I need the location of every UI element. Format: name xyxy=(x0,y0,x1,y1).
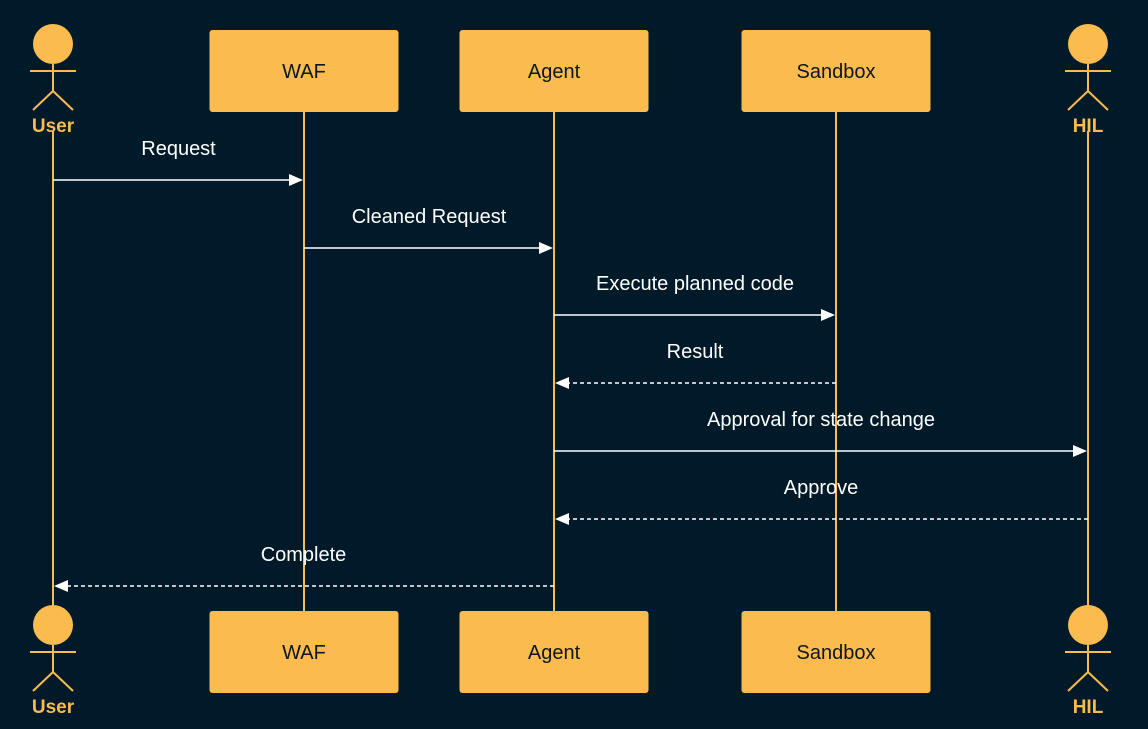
actor-label: HIL xyxy=(1073,116,1104,137)
participant-agent-top: Agent xyxy=(459,30,649,112)
message-4: Result xyxy=(555,341,836,389)
actor-user-bottom: User xyxy=(30,605,76,718)
arrowhead-icon xyxy=(1073,445,1087,457)
actor-head-icon xyxy=(1068,24,1108,64)
actor-leg-right xyxy=(52,90,74,111)
arrowhead-icon xyxy=(555,377,569,389)
actor-leg-left xyxy=(1067,90,1089,111)
participant-sandbox-bottom: Sandbox xyxy=(741,611,931,693)
message-6: Approve xyxy=(555,477,1088,525)
participant-box xyxy=(741,30,931,112)
message-label: Request xyxy=(141,138,216,160)
participant-label: Sandbox xyxy=(797,61,876,83)
message-label: Approval for state change xyxy=(707,409,935,431)
actor-head-icon xyxy=(1068,605,1108,645)
actor-leg-right xyxy=(1087,671,1109,692)
actor-label: HIL xyxy=(1073,697,1104,718)
message-5: Approval for state change xyxy=(554,409,1087,457)
message-3: Execute planned code xyxy=(554,273,835,321)
participant-label: Agent xyxy=(528,61,581,83)
participant-waf-top: WAF xyxy=(209,30,399,112)
message-label: Result xyxy=(667,341,724,363)
actor-leg-left xyxy=(32,671,54,692)
actor-head-icon xyxy=(33,24,73,64)
message-label: Execute planned code xyxy=(596,273,794,295)
actor-hil-top: HIL xyxy=(1065,24,1111,137)
arrowhead-icon xyxy=(555,513,569,525)
participant-sandbox-top: Sandbox xyxy=(741,30,931,112)
actor-hil-bottom: HIL xyxy=(1065,605,1111,718)
actor-leg-left xyxy=(32,90,54,111)
message-7: Complete xyxy=(54,544,554,592)
participant-label: Sandbox xyxy=(797,642,876,664)
message-label: Cleaned Request xyxy=(352,206,507,228)
arrowhead-icon xyxy=(289,174,303,186)
arrowhead-icon xyxy=(821,309,835,321)
message-1: Request xyxy=(53,138,303,186)
participant-box xyxy=(459,611,649,693)
participant-box xyxy=(209,611,399,693)
actor-label: User xyxy=(32,116,75,137)
arrowhead-icon xyxy=(539,242,553,254)
participant-box xyxy=(459,30,649,112)
message-label: Complete xyxy=(261,544,347,566)
participant-agent-bottom: Agent xyxy=(459,611,649,693)
lifelines xyxy=(52,112,1089,611)
actor-head-icon xyxy=(33,605,73,645)
participant-waf-bottom: WAF xyxy=(209,611,399,693)
participant-label: WAF xyxy=(282,642,326,664)
participant-box xyxy=(209,30,399,112)
participant-label: WAF xyxy=(282,61,326,83)
actor-leg-right xyxy=(52,671,74,692)
message-label: Approve xyxy=(784,477,859,499)
actor-label: User xyxy=(32,697,75,718)
actor-user-top: User xyxy=(30,24,76,137)
participant-label: Agent xyxy=(528,642,581,664)
actor-leg-right xyxy=(1087,90,1109,111)
participant-box xyxy=(741,611,931,693)
actor-leg-left xyxy=(1067,671,1089,692)
message-2: Cleaned Request xyxy=(304,206,553,254)
arrowhead-icon xyxy=(54,580,68,592)
